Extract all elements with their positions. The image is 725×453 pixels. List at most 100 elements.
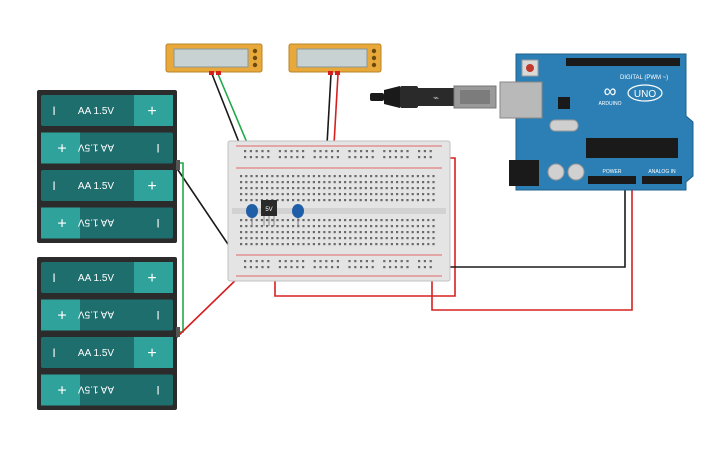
breadboard-hole — [360, 260, 363, 263]
breadboard-hole — [370, 181, 373, 184]
breadboard-hole — [244, 150, 247, 153]
breadboard-hole — [423, 266, 426, 269]
breadboard-hole — [359, 175, 362, 178]
breadboard-hole — [400, 150, 403, 153]
breadboard-hole — [333, 193, 336, 196]
breadboard-hole — [333, 231, 336, 234]
breadboard-hole — [364, 181, 367, 184]
breadboard-hole — [296, 266, 299, 269]
breadboard-hole — [422, 175, 425, 178]
minus-sign: I — [156, 217, 159, 231]
wire-arduino-red — [431, 184, 633, 311]
breadboard-hole — [271, 225, 274, 228]
breadboard-hole — [354, 237, 357, 240]
breadboard-hole — [354, 225, 357, 228]
breadboard-hole — [422, 199, 425, 202]
breadboard-hole — [331, 266, 334, 269]
breadboard-hole — [250, 225, 253, 228]
breadboard[interactable] — [227, 140, 451, 282]
breadboard-hole — [406, 243, 409, 246]
breadboard-hole — [396, 181, 399, 184]
breadboard-hole — [390, 231, 393, 234]
breadboard-hole — [297, 225, 300, 228]
multimeter-1[interactable] — [165, 43, 263, 75]
breadboard-hole — [245, 175, 248, 178]
breadboard-hole — [416, 187, 419, 190]
breadboard-hole — [325, 260, 328, 263]
breadboard-hole — [365, 150, 368, 153]
breadboard-hole — [260, 237, 263, 240]
breadboard-hole — [380, 219, 383, 222]
power-header-label: POWER — [603, 169, 622, 175]
breadboard-hole — [271, 237, 274, 240]
terminal-dot — [252, 62, 258, 68]
breadboard-hole — [318, 231, 321, 234]
breadboard-hole — [328, 225, 331, 228]
capacitor-right[interactable] — [292, 204, 304, 226]
breadboard-hole — [297, 243, 300, 246]
breadboard-hole — [401, 243, 404, 246]
breadboard-hole — [394, 156, 397, 159]
breadboard-hole — [383, 266, 386, 269]
capacitor-left[interactable] — [246, 204, 258, 226]
breadboard-hole — [365, 266, 368, 269]
breadboard-hole — [333, 187, 336, 190]
breadboard-hole — [359, 199, 362, 202]
arduino-logo-icon: ∞ — [604, 81, 617, 101]
breadboard-hole — [261, 150, 264, 153]
breadboard-hole — [354, 231, 357, 234]
breadboard-hole — [411, 231, 414, 234]
breadboard-hole — [331, 156, 334, 159]
breadboard-hole — [325, 266, 328, 269]
breadboard-hole — [396, 199, 399, 202]
power-jack — [509, 160, 539, 186]
breadboard-hole — [364, 225, 367, 228]
digital-header — [566, 58, 680, 66]
breadboard-hole — [302, 156, 305, 159]
breadboard-hole — [359, 187, 362, 190]
breadboard-hole — [422, 225, 425, 228]
breadboard-hole — [432, 181, 435, 184]
breadboard-hole — [396, 193, 399, 196]
breadboard-hole — [371, 150, 374, 153]
breadboard-hole — [375, 243, 378, 246]
arduino-uno[interactable]: DIGITAL (PWM ~) ∞ ARDUINO UNO POWER ANAL… — [499, 53, 694, 191]
breadboard-hole — [385, 219, 388, 222]
terminal-dot — [252, 55, 258, 61]
breadboard-hole — [385, 243, 388, 246]
breadboard-hole — [281, 187, 284, 190]
breadboard-hole — [297, 187, 300, 190]
voltage-regulator[interactable]: 5V — [261, 200, 277, 226]
breadboard-hole — [375, 231, 378, 234]
wire-pack2-red — [175, 271, 245, 339]
breadboard-hole — [349, 181, 352, 184]
chip-small — [558, 97, 570, 109]
breadboard-hole — [249, 266, 252, 269]
plus-sign: + — [147, 270, 156, 287]
plus-sign: + — [57, 308, 66, 325]
breadboard-hole — [344, 231, 347, 234]
breadboard-hole — [255, 231, 258, 234]
breadboard-hole — [302, 237, 305, 240]
breadboard-hole — [244, 266, 247, 269]
breadboard-hole — [266, 243, 269, 246]
breadboard-hole — [240, 231, 243, 234]
breadboard-hole — [281, 225, 284, 228]
breadboard-hole — [406, 225, 409, 228]
breadboard-hole — [307, 187, 310, 190]
breadboard-hole — [312, 187, 315, 190]
breadboard-hole — [271, 243, 274, 246]
breadboard-hole — [429, 260, 432, 263]
breadboard-hole — [302, 193, 305, 196]
breadboard-hole — [401, 237, 404, 240]
breadboard-hole — [375, 193, 378, 196]
breadboard-hole — [296, 156, 299, 159]
breadboard-hole — [375, 175, 378, 178]
breadboard-hole — [432, 237, 435, 240]
breadboard-hole — [401, 181, 404, 184]
multimeter-2[interactable] — [288, 43, 382, 75]
breadboard-hole — [267, 150, 270, 153]
